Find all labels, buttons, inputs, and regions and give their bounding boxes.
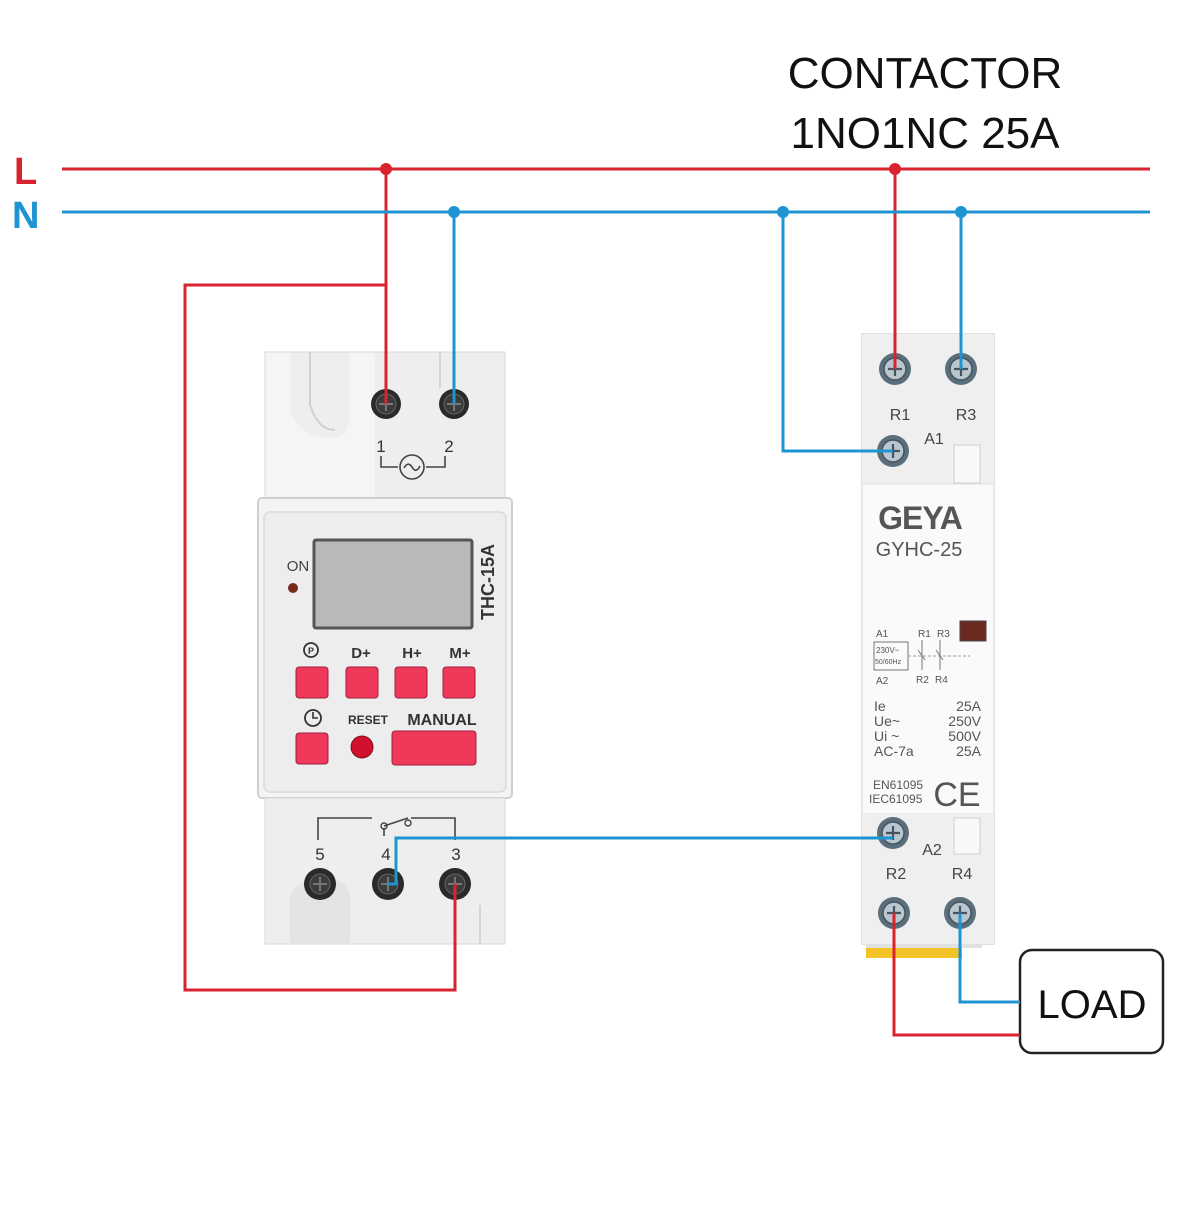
ce-mark: CE	[933, 776, 980, 814]
load-label: LOAD	[1038, 983, 1147, 1027]
neutral-to-contactor-a1	[781, 212, 893, 453]
relay-contact-symbol	[317, 817, 456, 840]
schem-r4: R4	[935, 675, 948, 686]
hour-button-label: H+	[402, 645, 422, 662]
spec-value-ue: 250V	[948, 713, 981, 729]
minute-button-label: M+	[449, 645, 470, 662]
program-button[interactable]	[295, 666, 329, 699]
timer-4-to-contactor-a2	[388, 836, 893, 886]
live-junction-contactor	[889, 163, 901, 175]
clock-icon	[304, 709, 322, 727]
neutral-junction-r3	[955, 206, 967, 218]
contactor-status-window	[959, 620, 987, 642]
diagram-title-line1: CONTACTOR	[788, 49, 1063, 98]
on-indicator-led	[288, 583, 298, 593]
spec-label-ue: Ue~	[874, 713, 900, 729]
reset-label: RESET	[348, 713, 389, 727]
timer-model: THC-15A	[478, 544, 498, 620]
live-label: L	[14, 151, 37, 193]
schem-coil-voltage: 230V~	[876, 646, 900, 655]
day-plus-button[interactable]	[345, 666, 379, 699]
terminal-5-label: 5	[315, 845, 324, 864]
contactor-r2-label: R2	[886, 866, 907, 883]
spec-label-ac7a: AC-7a	[874, 743, 914, 759]
terminal-4-label: 4	[381, 845, 390, 864]
contactor: GEYA GYHC-25 A1 R1 R3 230V~ 50/60Hz A2 R…	[861, 333, 995, 958]
contactor-model: GYHC-25	[876, 539, 963, 561]
manual-label: MANUAL	[407, 712, 477, 729]
contactor-r4-to-load	[958, 913, 1020, 1004]
neutral-junction-a1	[777, 206, 789, 218]
terminal-1-label: 1	[376, 437, 385, 456]
junction-dots	[380, 163, 967, 218]
diagram-title-line2: 1NO1NC 25A	[790, 109, 1060, 158]
contactor-r4-label: R4	[952, 866, 973, 883]
schem-a2: A2	[876, 676, 889, 687]
contactor-brand: GEYA	[878, 500, 963, 536]
neutral-label: N	[12, 195, 39, 237]
spec-value-ie: 25A	[956, 698, 982, 714]
terminal-3-label: 3	[451, 845, 460, 864]
contactor-schematic: A1 R1 R3 230V~ 50/60Hz A2 R2 R4	[873, 629, 970, 687]
on-label: ON	[287, 558, 310, 575]
neutral-wires	[62, 210, 1150, 1004]
spec-label-ui: Ui ~	[874, 728, 899, 744]
ac-supply-symbol	[380, 454, 446, 480]
schem-coil-frequency: 50/60Hz	[875, 659, 902, 666]
schem-r1: R1	[918, 629, 931, 640]
reset-button[interactable]	[350, 735, 374, 759]
standard-en: EN61095	[873, 778, 923, 792]
timer-lcd	[312, 538, 474, 630]
timer-terminal-5-screw[interactable]	[304, 868, 336, 900]
minute-plus-button[interactable]	[442, 666, 476, 699]
timer-switch: THC-15A ON P D+ H+ M+ RESET MANUAL 1 2	[257, 351, 513, 945]
contactor-r1-label: R1	[890, 407, 911, 424]
program-icon: P	[303, 642, 319, 658]
clock-button[interactable]	[295, 732, 329, 765]
schem-r2: R2	[916, 675, 929, 686]
day-button-label: D+	[351, 645, 371, 662]
spec-label-ie: Ie	[874, 698, 886, 714]
live-wires	[62, 167, 1150, 1037]
contactor-r2-to-load	[892, 913, 1020, 1037]
spec-value-ui: 500V	[948, 728, 981, 744]
contactor-a2-screw[interactable]	[877, 817, 909, 849]
contactor-specs: Ie Ue~ Ui ~ AC-7a 25A 250V 500V 25A	[874, 698, 982, 759]
schem-a1: A1	[876, 629, 889, 640]
program-icon-glyph: P	[308, 646, 314, 656]
contactor-a1-label: A1	[924, 431, 944, 448]
standard-iec: IEC61095	[869, 792, 923, 806]
neutral-junction-timer	[448, 206, 460, 218]
spec-value-ac7a: 25A	[956, 743, 982, 759]
schem-r3: R3	[937, 629, 950, 640]
contactor-a2-label: A2	[922, 842, 942, 859]
live-junction-timer	[380, 163, 392, 175]
manual-button[interactable]	[391, 730, 477, 766]
terminal-2-label: 2	[444, 437, 453, 456]
hour-plus-button[interactable]	[394, 666, 428, 699]
load-box: LOAD	[1018, 948, 1165, 1055]
live-loop-to-timer-3	[183, 283, 457, 992]
contactor-r3-label: R3	[956, 407, 977, 424]
